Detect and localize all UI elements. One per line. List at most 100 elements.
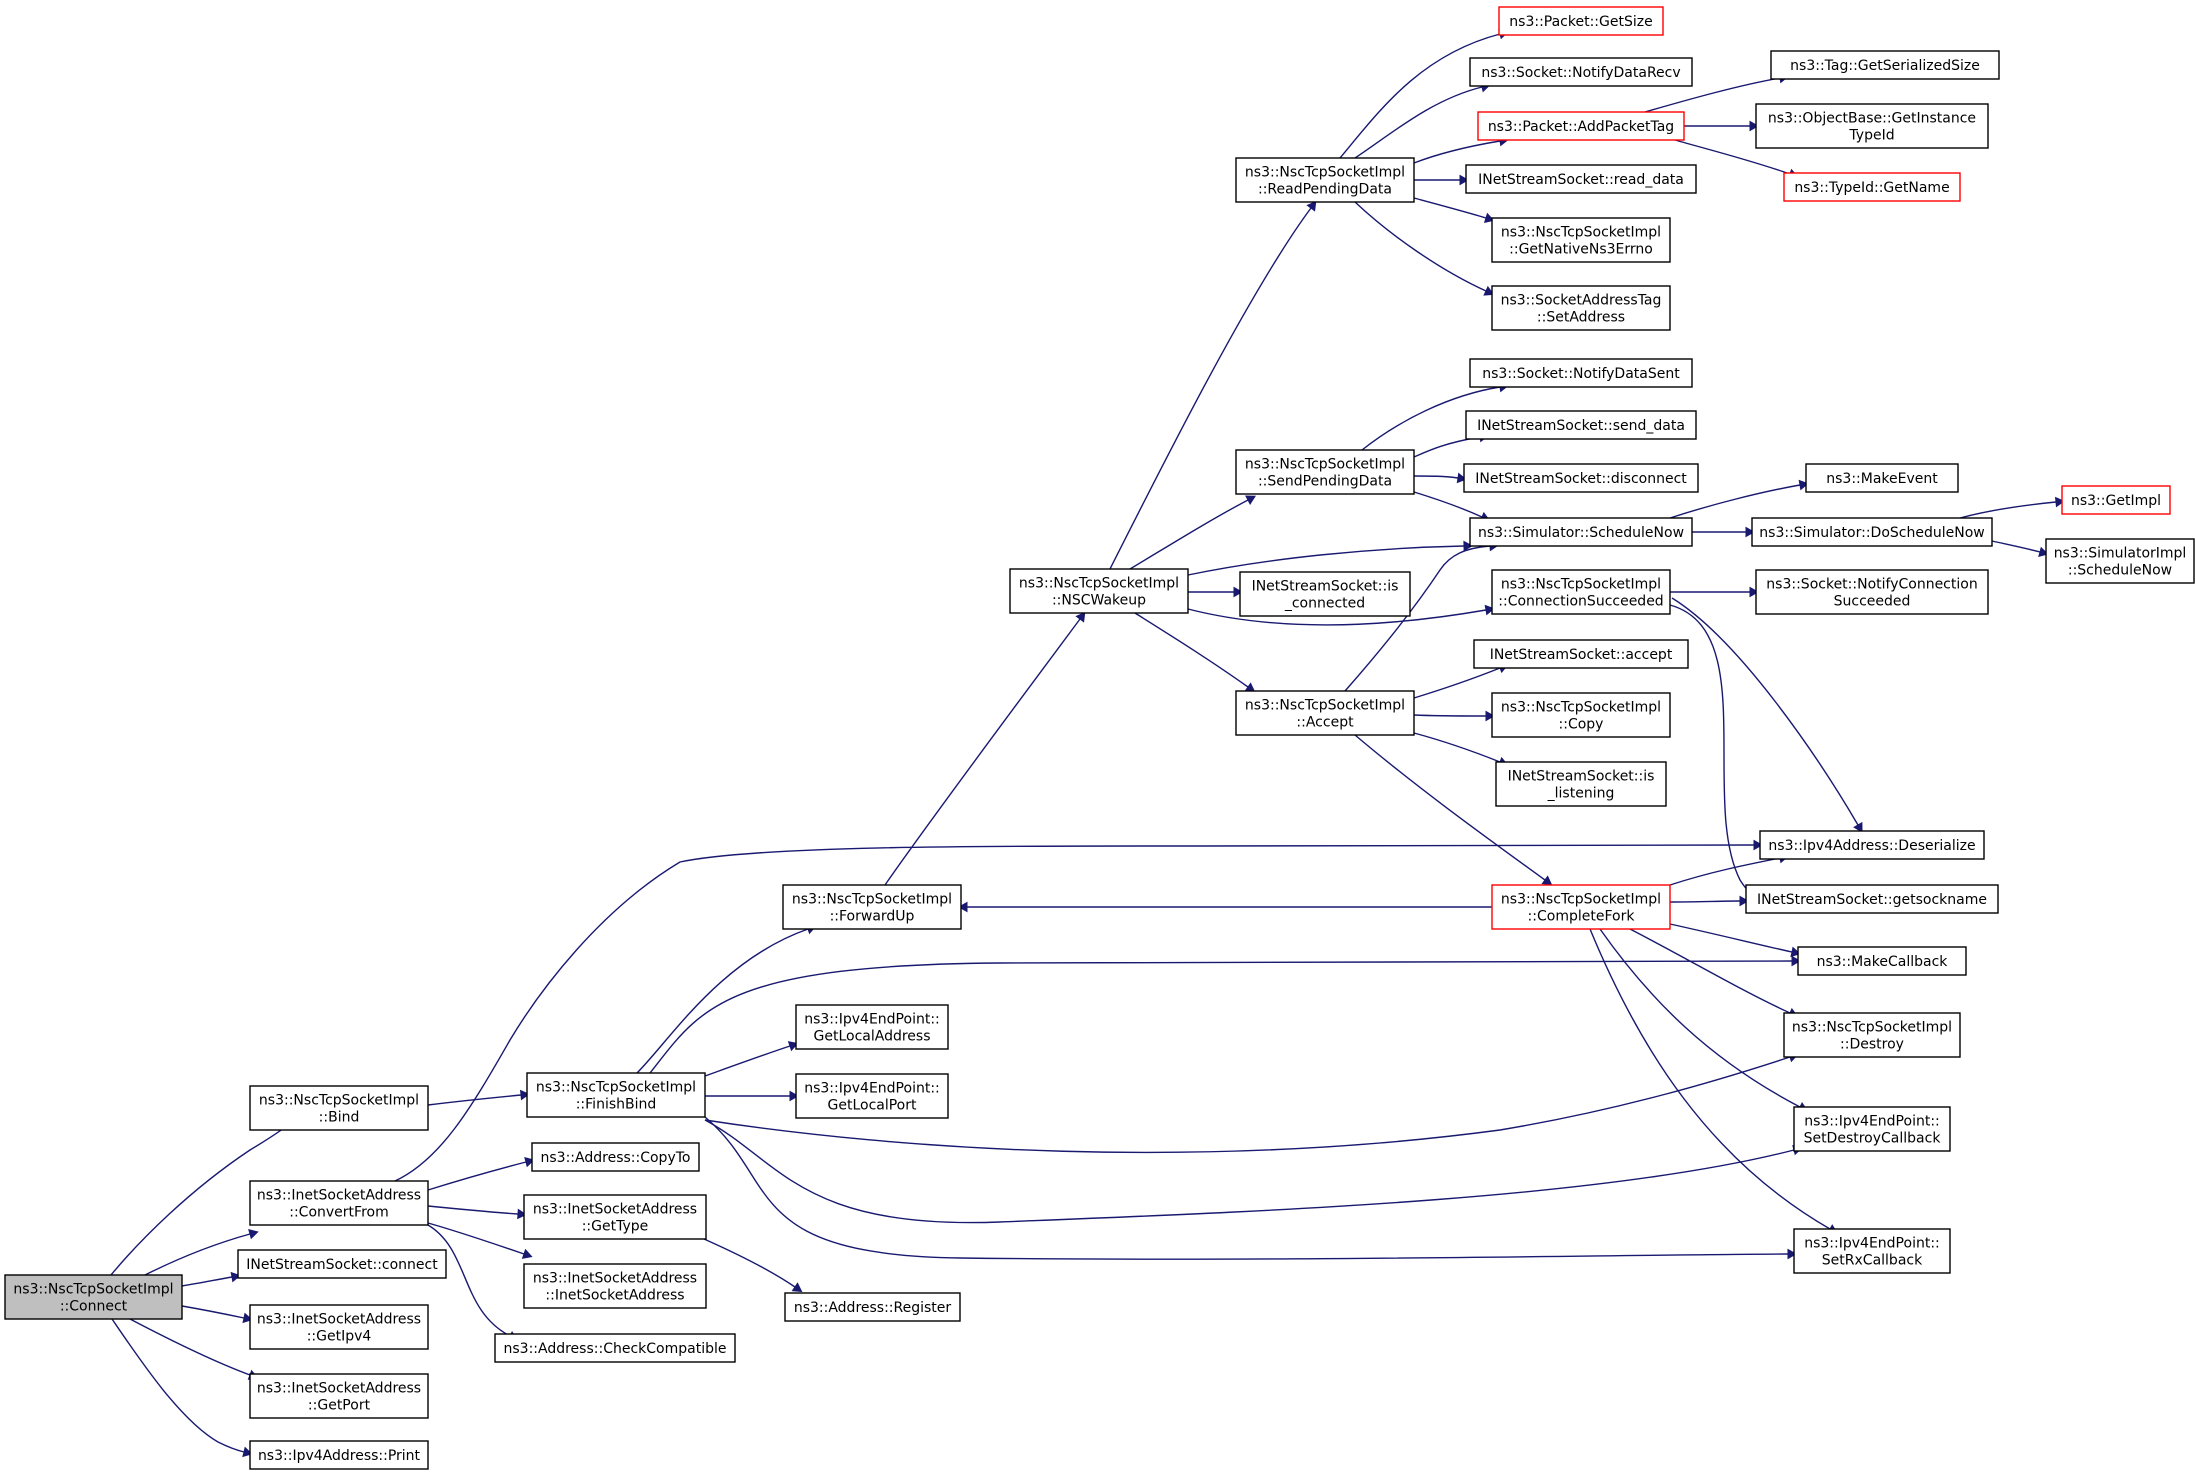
node-disconnect[interactable]: INetStreamSocket::disconnect (1463, 463, 1699, 493)
node-copy[interactable]: ns3::NscTcpSocketImpl::Copy (1491, 692, 1671, 738)
edge-line (703, 1238, 796, 1288)
node-islistening[interactable]: INetStreamSocket::is_listening (1495, 761, 1667, 807)
node-schedulenow[interactable]: ns3::Simulator::ScheduleNow (1469, 517, 1693, 547)
node-box (1797, 946, 1967, 976)
edge-line (1339, 33, 1501, 159)
node-bind[interactable]: ns3::NscTcpSocketImpl::Bind (249, 1085, 429, 1131)
node-nscwakeup[interactable]: ns3::NscTcpSocketImpl::NSCWakeup (1009, 568, 1189, 614)
edge-line (1344, 545, 1491, 692)
node-getipv4[interactable]: ns3::InetSocketAddress::GetIpv4 (249, 1304, 429, 1350)
edge-connect-to-convertfrom (144, 1228, 259, 1276)
node-getsockname[interactable]: INetStreamSocket::getsockname (1745, 884, 1999, 914)
node-notifydatasent[interactable]: ns3::Socket::NotifyDataSent (1469, 358, 1693, 388)
node-label: ns3::NscTcpSocketImpl (1019, 576, 1179, 592)
node-box (1755, 569, 1989, 615)
node-notifydatarecv[interactable]: ns3::Socket::NotifyDataRecv (1469, 57, 1693, 87)
node-label: ns3::InetSocketAddress (533, 1271, 697, 1287)
node-box (1491, 217, 1671, 263)
edge-line (1413, 197, 1487, 219)
node-box (1793, 1228, 1951, 1274)
edge-line (1413, 732, 1501, 763)
node-label: ::ConvertFrom (289, 1205, 388, 1221)
node-checkcompat[interactable]: ns3::Address::CheckCompatible (494, 1333, 736, 1363)
node-readpending[interactable]: ns3::NscTcpSocketImpl::ReadPendingData (1235, 157, 1415, 203)
edge-line (1354, 734, 1546, 881)
node-label: INetStreamSocket::is (1508, 769, 1655, 785)
node-getport[interactable]: ns3::InetSocketAddress::GetPort (249, 1373, 429, 1419)
node-forwardup[interactable]: ns3::NscTcpSocketImpl::ForwardUp (782, 884, 962, 930)
node-label: GetLocalAddress (814, 1029, 931, 1045)
node-setdestroycb[interactable]: ns3::Ipv4EndPoint::SetDestroyCallback (1793, 1106, 1951, 1152)
arrowhead-icon (519, 1089, 530, 1101)
node-setaddress[interactable]: ns3::SocketAddressTag::SetAddress (1491, 285, 1671, 331)
edge-addpackettag-to-getinstancetypeid (1684, 120, 1760, 132)
node-getserialized[interactable]: ns3::Tag::GetSerializedSize (1770, 50, 2000, 80)
edge-convertfrom-to-copyto (427, 1156, 535, 1191)
edge-readpending-to-getnativeerrno (1413, 197, 1495, 223)
node-label: INetStreamSocket::send_data (1477, 418, 1685, 434)
node-label: ::SendPendingData (1258, 474, 1392, 490)
arrowhead-icon (1749, 586, 1760, 598)
node-accept[interactable]: ns3::NscTcpSocketImpl::Accept (1235, 690, 1415, 736)
node-getsize[interactable]: ns3::Packet::GetSize (1498, 6, 1664, 36)
node-label: ::NSCWakeup (1052, 593, 1146, 609)
node-doschedulenow[interactable]: ns3::Simulator::DoScheduleNow (1751, 517, 1993, 547)
node-setrxcb[interactable]: ns3::Ipv4EndPoint::SetRxCallback (1793, 1228, 1951, 1274)
edge-line (1413, 667, 1501, 699)
node-convertfrom[interactable]: ns3::InetSocketAddress::ConvertFrom (249, 1180, 429, 1226)
node-register[interactable]: ns3::Address::Register (784, 1292, 961, 1322)
node-makecallback[interactable]: ns3::MakeCallback (1797, 946, 1967, 976)
node-box (2045, 538, 2195, 584)
node-completefork[interactable]: ns3::NscTcpSocketImpl::CompleteFork (1491, 884, 1671, 930)
edge-convertfrom-to-checkcompat (427, 1224, 519, 1341)
node-gettype[interactable]: ns3::InetSocketAddress::GetType (523, 1194, 707, 1240)
node-inetsockaddr[interactable]: ns3::InetSocketAddress::InetSocketAddres… (523, 1263, 707, 1309)
arrowhead-icon (1787, 1248, 1798, 1260)
node-connsucceeded[interactable]: ns3::NscTcpSocketImpl::ConnectionSucceed… (1491, 569, 1671, 615)
node-label: ns3::InetSocketAddress (257, 1381, 421, 1397)
node-ipv4print[interactable]: ns3::Ipv4Address::Print (249, 1440, 429, 1470)
edge-line (1991, 540, 2041, 553)
node-box (523, 1194, 707, 1240)
node-makeevent[interactable]: ns3::MakeEvent (1805, 463, 1959, 493)
edge-finishbind-to-forwardup (636, 924, 817, 1074)
node-inet_connect[interactable]: INetStreamSocket::connect (237, 1249, 447, 1279)
node-copyto[interactable]: ns3::Address::CopyTo (531, 1142, 700, 1172)
node-sendpending[interactable]: ns3::NscTcpSocketImpl::SendPendingData (1235, 449, 1415, 495)
node-simimplschedulenow[interactable]: ns3::SimulatorImpl::ScheduleNow (2045, 538, 2195, 584)
edge-line (1674, 139, 1791, 175)
node-box (1491, 884, 1671, 930)
arrowhead-icon (248, 1228, 259, 1240)
arrowhead-icon (1745, 526, 1756, 538)
node-getimpl[interactable]: ns3::GetImpl (2061, 485, 2171, 515)
node-label: ::InetSocketAddress (545, 1288, 684, 1304)
node-box (249, 1180, 429, 1226)
edge-line (884, 618, 1081, 886)
node-isconnected[interactable]: INetStreamSocket::is_connected (1239, 571, 1411, 617)
edge-line (144, 1233, 251, 1276)
arrowhead-icon (1541, 875, 1553, 886)
node-box (1498, 6, 1664, 36)
arrowhead-icon (2054, 496, 2065, 508)
node-label: ns3::NscTcpSocketImpl (1245, 165, 1405, 181)
node-getnativeerrno[interactable]: ns3::NscTcpSocketImpl::GetNativeNs3Errno (1491, 217, 1671, 263)
node-label: ::ForwardUp (830, 909, 915, 925)
node-inet_accept[interactable]: INetStreamSocket::accept (1473, 639, 1689, 669)
node-getlocaladdress[interactable]: ns3::Ipv4EndPoint::GetLocalAddress (795, 1004, 949, 1050)
node-box (1473, 639, 1689, 669)
node-addpackettag[interactable]: ns3::Packet::AddPacketTag (1477, 111, 1685, 141)
node-senddata[interactable]: INetStreamSocket::send_data (1465, 410, 1697, 440)
node-typeidgetname[interactable]: ns3::TypeId::GetName (1783, 172, 1961, 202)
node-connect[interactable]: ns3::NscTcpSocketImpl::Connect (4, 1274, 183, 1320)
node-getlocalport[interactable]: ns3::Ipv4EndPoint::GetLocalPort (795, 1073, 949, 1119)
node-label: INetStreamSocket::getsockname (1757, 892, 1987, 908)
node-label: _connected (1284, 596, 1365, 612)
node-readdata[interactable]: INetStreamSocket::read_data (1465, 164, 1697, 194)
node-box (795, 1004, 949, 1050)
node-destroy[interactable]: ns3::NscTcpSocketImpl::Destroy (1783, 1012, 1961, 1058)
node-finishbind[interactable]: ns3::NscTcpSocketImpl::FinishBind (526, 1072, 706, 1118)
node-label: SetRxCallback (1822, 1253, 1923, 1269)
node-deserialize[interactable]: ns3::Ipv4Address::Deserialize (1759, 830, 1985, 860)
